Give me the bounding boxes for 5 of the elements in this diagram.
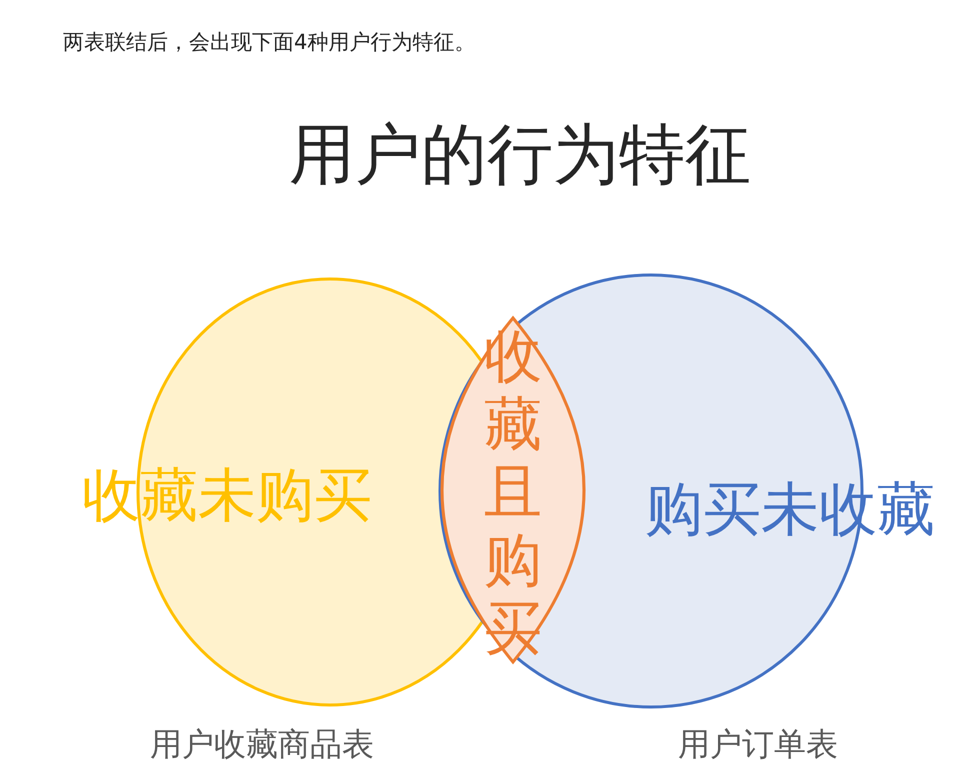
set-caption: 用户收藏商品表	[150, 728, 374, 760]
region-label: 收藏且购买	[483, 322, 543, 662]
intro-text: 两表联结后，会出现下面4种用户行为特征。	[63, 29, 476, 56]
set-caption: 用户订单表	[678, 728, 838, 760]
title: 用户的行为特征	[288, 122, 752, 188]
